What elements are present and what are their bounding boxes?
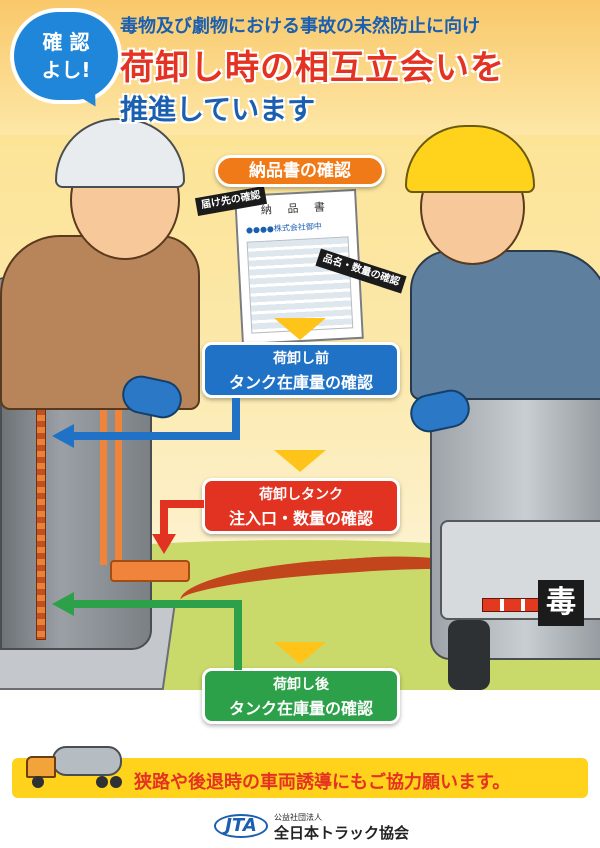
truck-wheel [448, 620, 490, 690]
flow-step-inlet-check: 荷卸しタンク 注入口・数量の確認 [202, 478, 400, 534]
flow-step-heading: 荷卸し前 [273, 351, 329, 367]
tanker-truck-icon [22, 740, 126, 790]
badge-line-2: よし! [41, 58, 91, 82]
arrow-down-icon [152, 534, 176, 554]
down-triangle-icon [274, 642, 326, 664]
arrow-left-icon [52, 592, 74, 616]
blue-arrow-line [72, 432, 240, 440]
truck-tail-lights [482, 598, 542, 612]
poison-placard: 毒 [538, 580, 584, 626]
blue-arrow-line [232, 398, 240, 440]
green-arrow-line [234, 600, 242, 670]
delivery-note-company: ●●●●株式会社御中 [245, 221, 323, 235]
notice-banner-text: 狭路や後退時の車両誘導にもご協力願います。 [134, 772, 511, 793]
flow-step-body: タンク在庫量の確認 [228, 699, 373, 718]
worker-right-helmet [405, 125, 535, 193]
down-triangle-icon [274, 318, 326, 340]
organization-name: 全日本トラック協会 [274, 824, 410, 842]
flow-step-after-unloading: 荷卸し後 タンク在庫量の確認 [202, 668, 400, 724]
worker-left-body [0, 235, 200, 410]
red-arrow-line [160, 500, 168, 536]
organization-type: 公益社団法人 [274, 813, 322, 822]
worker-right-body [410, 250, 600, 400]
confirm-badge: 確 認 よし! [14, 12, 118, 100]
tank-inlet-pipe [110, 560, 190, 582]
jta-logo: JTA [214, 814, 268, 838]
page-title: 荷卸し時の相互立会いを [120, 48, 505, 88]
flow-step-before-unloading: 荷卸し前 タンク在庫量の確認 [202, 342, 400, 398]
down-triangle-icon [274, 450, 326, 472]
badge-line-1: 確 認 [42, 30, 90, 54]
flow-step-delivery-note: 納品書の確認 [215, 155, 385, 187]
flow-step-heading: 荷卸しタンク [259, 487, 343, 503]
subtitle: 毒物及び劇物における事故の未然防止に向け [120, 16, 480, 37]
arrow-left-icon [52, 424, 74, 448]
green-arrow-line [72, 600, 242, 608]
flow-step-body: タンク在庫量の確認 [228, 373, 373, 392]
flow-step-heading: 荷卸し後 [273, 677, 329, 693]
page-title-line-2: 推進しています [120, 93, 316, 126]
red-arrow-line [160, 500, 204, 508]
flow-step-body: 注入口・数量の確認 [228, 509, 373, 528]
